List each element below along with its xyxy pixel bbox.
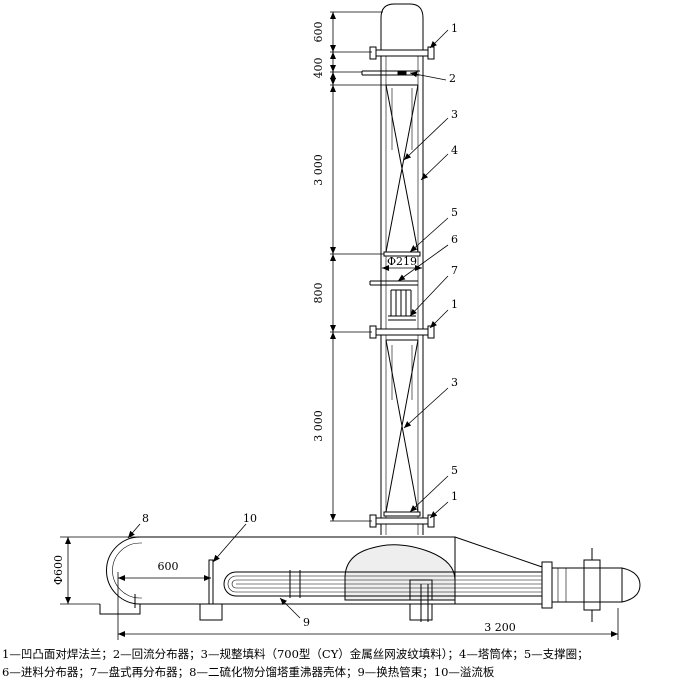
feed-distributor: [369, 280, 418, 286]
dim-400: 400: [312, 58, 325, 79]
callout-1-bottom: 1: [451, 490, 458, 503]
dim-3000-lower: 3 000: [312, 410, 325, 442]
callout-5-upper: 5: [451, 206, 458, 219]
callout-6: 6: [451, 233, 458, 246]
flange-bottom: [369, 514, 435, 528]
channel-head: [541, 548, 641, 622]
dim-phi600: Φ600: [52, 555, 65, 585]
dim-600-horizontal: 600: [158, 560, 179, 573]
callout-3-lower: 3: [451, 376, 458, 389]
legend-line-2: 6—进料分布器；7—盘式再分布器；8—二硫化物分馏塔重沸器壳体；9—换热管束；1…: [2, 665, 495, 679]
flange-middle: [369, 325, 435, 339]
tube-bundle: [223, 570, 545, 598]
tray-redistributor: [388, 289, 416, 321]
column-shell: [380, 3, 424, 535]
leader-lines: [127, 29, 449, 619]
callout-4: 4: [451, 144, 458, 157]
packing-bed-lower: [385, 339, 419, 513]
callout-8: 8: [142, 512, 149, 525]
legend-line-1: 1—凹凸面对焊法兰；2—回流分布器；3—规整填料（700型（CY）金属丝网波纹填…: [2, 647, 589, 661]
dim-800: 800: [312, 283, 325, 304]
callout-10: 10: [243, 512, 257, 525]
callout-1-middle: 1: [451, 298, 458, 311]
callout-1-top: 1: [451, 22, 458, 35]
dim-3200: 3 200: [484, 621, 516, 634]
callout-2: 2: [449, 72, 456, 85]
support-ring-lower: [383, 511, 421, 517]
packing-bed-upper: [385, 84, 419, 253]
callout-5-lower: 5: [451, 464, 458, 477]
callout-9: 9: [303, 616, 310, 629]
dim-3000-upper: 3 000: [312, 154, 325, 186]
dim-600-top: 600: [312, 22, 325, 43]
flange-top: [369, 46, 435, 60]
column-drawing: 600 400 3 000 800 3 000 Φ219 Φ600 600 3 …: [52, 3, 641, 640]
callout-7: 7: [451, 264, 458, 277]
callout-3-upper: 3: [451, 108, 458, 121]
reboiler-saddles: [199, 579, 433, 622]
overflow-plate: [208, 559, 214, 605]
dimension-lines: [60, 11, 619, 640]
reboiler-shell: [99, 536, 546, 615]
dim-phi219: Φ219: [387, 255, 417, 268]
